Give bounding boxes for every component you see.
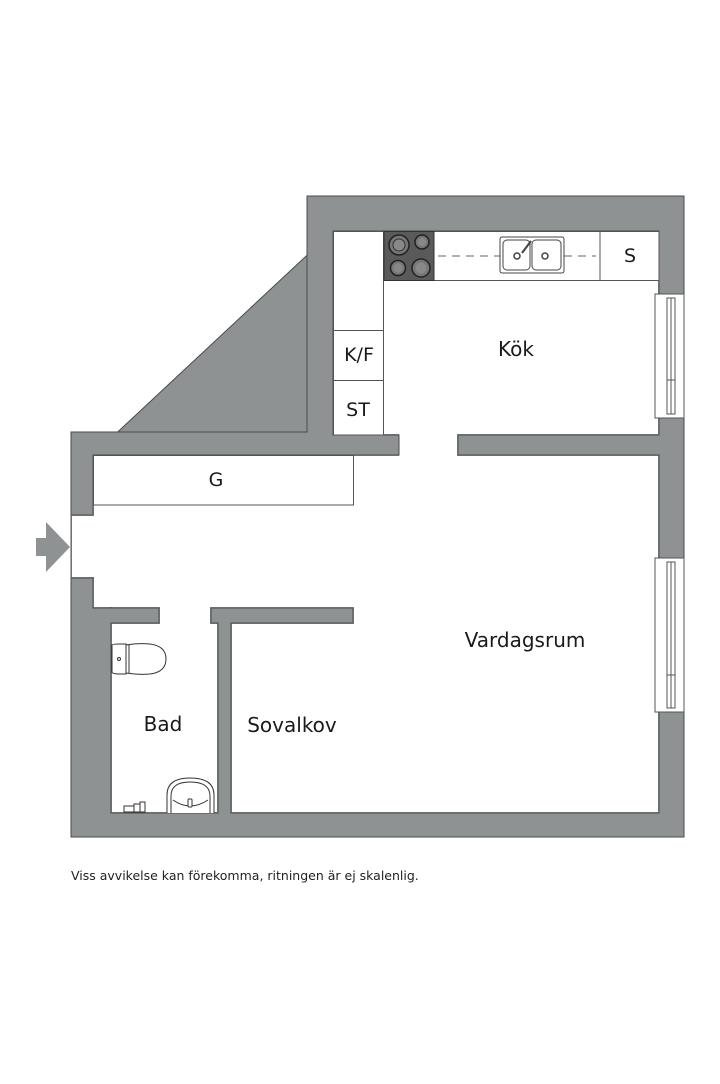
washbasin-icon (166, 777, 215, 813)
window-icon (654, 557, 685, 713)
room-label-sovalkov: Sovalkov (247, 713, 337, 737)
double-sink-icon (499, 236, 565, 274)
entrance-arrow-icon (36, 522, 70, 572)
room-label-bad: Bad (143, 712, 183, 736)
fixture-label-g: G (208, 469, 224, 491)
disclaimer-text: Viss avvikelse kan förekomma, ritningen … (71, 868, 419, 883)
fixture-label-kf: K/F (344, 344, 374, 366)
fixture-label-st: ST (346, 399, 370, 421)
window-icon (654, 293, 685, 419)
fixture-label-s: S (623, 245, 637, 267)
faucet-icon (123, 801, 146, 813)
room-label-kok: Kök (498, 337, 534, 361)
room-label-vardagsrum: Vardagsrum (464, 628, 586, 652)
wardrobe-box (93, 455, 354, 506)
storage-box (333, 380, 384, 436)
fridge-freezer-box (333, 330, 384, 381)
toilet-icon (111, 643, 167, 675)
stove-icon (383, 231, 435, 281)
